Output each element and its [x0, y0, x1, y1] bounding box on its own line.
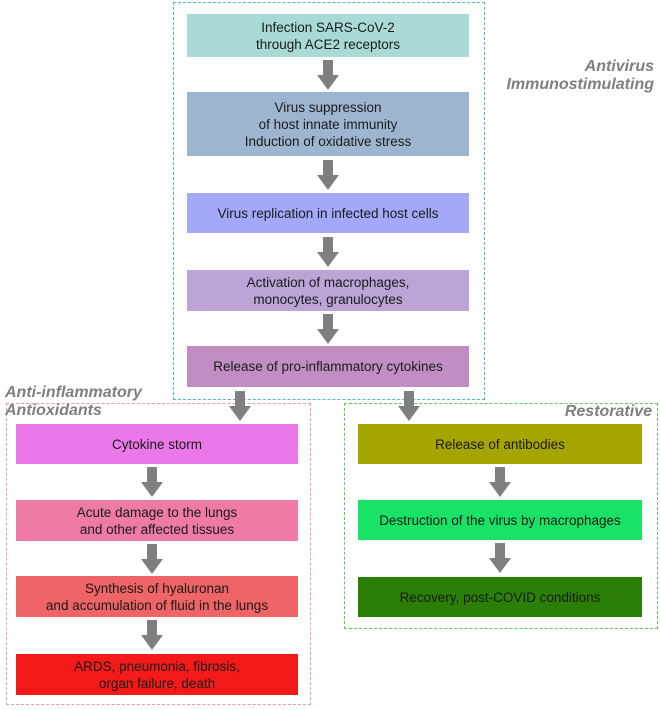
down-arrow-icon	[317, 314, 339, 344]
recovery-box: Recovery, post-COVID conditions	[358, 577, 642, 617]
antiinflammatory-group-label: Anti-inflammatory Antioxidants	[5, 384, 142, 419]
acute-damage-box: Acute damage to the lungs and other affe…	[16, 500, 298, 541]
antibodies-box: Release of antibodies	[358, 424, 642, 464]
hyaluronan-box: Synthesis of hyaluronan and accumulation…	[16, 576, 298, 617]
down-arrow-icon	[398, 391, 420, 421]
down-arrow-icon	[229, 391, 251, 421]
ards-box: ARDS, pneumonia, fibrosis, organ failure…	[16, 654, 298, 695]
down-arrow-icon	[489, 467, 511, 497]
virus-suppression-box: Virus suppression of host innate immunit…	[187, 92, 469, 156]
infection-box: Infection SARS-CoV-2 through ACE2 recept…	[187, 14, 469, 57]
cytokine-storm-box: Cytokine storm	[16, 424, 298, 464]
virus-replication-box: Virus replication in infected host cells	[187, 193, 469, 233]
cytokine-release-box: Release of pro-inflammatory cytokines	[187, 346, 469, 387]
down-arrow-icon	[317, 160, 339, 190]
down-arrow-icon	[141, 620, 163, 650]
down-arrow-icon	[317, 60, 339, 90]
restorative-group-label: Restorative	[564, 403, 652, 420]
down-arrow-icon	[141, 467, 163, 497]
antiinflammatory-group-border	[6, 403, 311, 705]
antivirus-group-label: Antivirus Immunostimulating	[506, 58, 654, 93]
antivirus-group-border	[173, 2, 485, 400]
down-arrow-icon	[489, 543, 511, 573]
virus-destruction-box: Destruction of the virus by macrophages	[358, 500, 642, 540]
down-arrow-icon	[141, 544, 163, 574]
macrophage-activation-box: Activation of macrophages, monocytes, gr…	[187, 270, 469, 311]
restorative-group-border	[344, 403, 658, 629]
down-arrow-icon	[317, 237, 339, 267]
